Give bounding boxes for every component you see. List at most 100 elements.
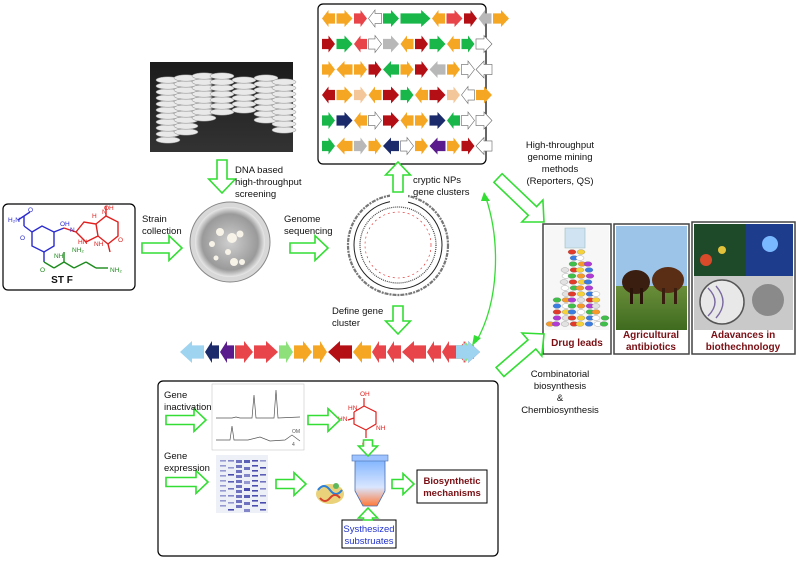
pill (583, 279, 593, 285)
gene-expression-label-2: expression (164, 463, 210, 474)
define-cluster-label-2: cluster (332, 318, 360, 329)
cryptic-cluster-panel (317, 3, 509, 165)
gene-arrow (383, 10, 399, 27)
genome-sequencing-label-1: Genome (284, 214, 320, 225)
pill (567, 291, 577, 297)
pill (552, 303, 562, 309)
gene-arrow (294, 341, 312, 363)
gene-arrow (354, 86, 367, 104)
gene-arrow (415, 35, 428, 53)
gel-band (252, 460, 258, 462)
gene-arrow (354, 112, 367, 129)
gene-arrow (464, 10, 477, 27)
gel-band (252, 495, 258, 497)
pill (560, 285, 570, 291)
pill (576, 249, 586, 255)
pill (567, 273, 577, 279)
gel-band (260, 488, 266, 490)
pill (576, 291, 586, 297)
inactivation-product (347, 398, 377, 438)
gel-band (260, 460, 266, 462)
gene-arrow (456, 341, 480, 363)
flow-arrow (356, 439, 380, 458)
gel-band (260, 481, 266, 483)
gene-arrow (400, 10, 431, 27)
pill (584, 267, 594, 273)
gene-arrow (336, 10, 353, 27)
pill (568, 261, 578, 267)
gel-band (228, 488, 234, 490)
gene-arrow (429, 35, 446, 53)
product-atom-label: NH (376, 425, 386, 432)
gene-arrow (447, 35, 460, 53)
pill (568, 279, 578, 285)
stacked-plate (191, 114, 217, 122)
gel-band (244, 460, 250, 463)
stacked-plate (209, 72, 235, 80)
gene-arrow (313, 341, 327, 363)
gene-arrow (461, 137, 475, 155)
stacked-plate (271, 78, 297, 86)
gel-band (220, 475, 226, 477)
agricultural-panel (613, 223, 690, 355)
compound-atom-label: N (102, 209, 107, 216)
gel-band (228, 467, 234, 469)
gene-arrow (322, 112, 335, 129)
gene-expression-label-1: Gene (164, 451, 187, 462)
gene-arrow (368, 111, 382, 130)
gel-band (252, 475, 258, 477)
pill (576, 297, 586, 303)
pill (591, 297, 601, 303)
gel-band (244, 495, 250, 498)
gel-band (236, 505, 242, 508)
gene-arrow (432, 10, 445, 27)
gene-arrow (475, 111, 493, 130)
stacked-plate (231, 100, 257, 108)
compound-atom-label: NH₂ (72, 247, 84, 254)
gene-arrow (368, 61, 382, 78)
gene-arrow (336, 112, 353, 129)
gene-arrow (429, 86, 446, 104)
stacked-plate (271, 120, 297, 128)
stacked-plate (209, 84, 235, 92)
gel-band (260, 502, 266, 504)
pill (575, 267, 585, 273)
agricultural-caption-2: antibiotics (626, 342, 676, 353)
gene-arrow (400, 86, 414, 104)
stacked-plate (271, 108, 297, 116)
gene-inactivation-label-1: Gene (164, 390, 187, 401)
gene-arrow (220, 341, 234, 363)
gene-arrow (354, 35, 367, 53)
gel-band (244, 481, 250, 484)
combinatorial-label-4: Chembiosynthesis (521, 405, 599, 416)
stacked-plate (271, 90, 297, 98)
gene-arrow (400, 61, 414, 78)
define-cluster-label-1: Define gene (332, 306, 383, 317)
gel-band (252, 485, 258, 487)
gene-arrow (447, 137, 460, 155)
combinatorial-label-3: & (557, 393, 564, 404)
pill (567, 303, 577, 309)
stacked-plate (209, 90, 235, 98)
compound-atom-label: O (40, 267, 45, 274)
gel-band (236, 490, 242, 493)
stacked-plate (271, 96, 297, 104)
product-atom-label: HN (338, 416, 348, 423)
gene-arrow (446, 10, 463, 27)
gene-arrow (383, 35, 399, 53)
gene-arrow (400, 35, 414, 53)
pill (584, 285, 594, 291)
gel-band (252, 465, 258, 467)
gene-arrow (415, 86, 428, 104)
colony (225, 249, 231, 255)
genome-mining-label-4: (Reporters, QS) (526, 176, 593, 187)
genome-sequencing-label-2: sequencing (284, 226, 333, 237)
gene-arrow (447, 112, 460, 129)
gene-arrow (387, 341, 401, 363)
pill (600, 315, 610, 321)
compound-atom-label: O (20, 235, 25, 242)
